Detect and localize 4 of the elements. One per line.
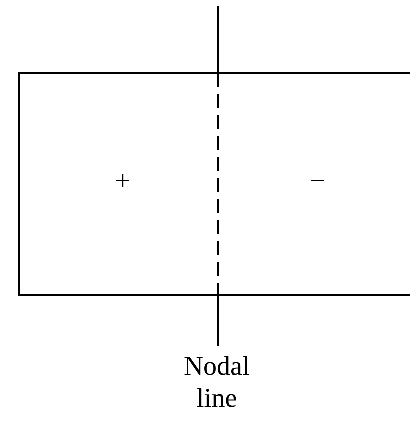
rectangle-outline bbox=[18, 72, 410, 296]
plus-sign: + bbox=[115, 166, 131, 198]
line-label: Nodal line bbox=[183, 350, 251, 414]
minus-sign: − bbox=[310, 166, 326, 198]
